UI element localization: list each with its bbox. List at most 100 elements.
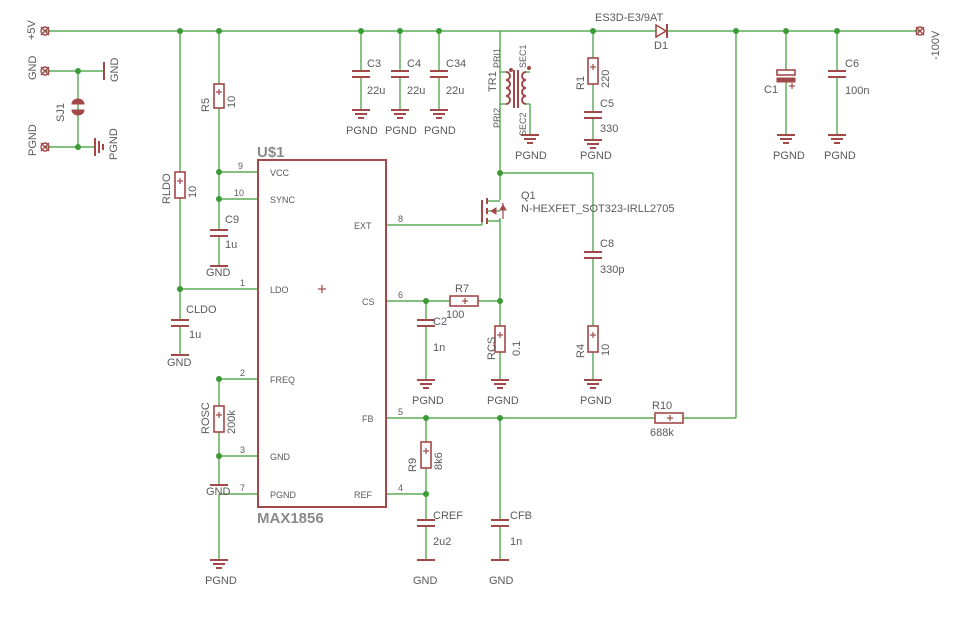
resistor-r10: R10 688k <box>650 400 684 439</box>
tr1-sec1: SEC1 <box>518 44 528 68</box>
capacitor-c9: C9 1u <box>210 214 239 251</box>
c8-name: C8 <box>600 238 614 250</box>
pin-name-gnd: GND <box>270 452 291 462</box>
pin-name-ref: REF <box>354 490 373 500</box>
c2-value: 1n <box>433 342 445 354</box>
pin-num-ref: 4 <box>398 483 403 493</box>
r4-name: R4 <box>575 344 587 358</box>
pgnd-ic: PGND <box>205 559 237 587</box>
c5-value: 330 <box>600 123 618 135</box>
gnd-cref: GND <box>413 559 438 587</box>
pin-num-fb: 5 <box>398 407 403 417</box>
tr1-pri2: PRI2 <box>492 108 502 128</box>
pgnd-r4: PGND <box>580 379 612 407</box>
gnd-symbols: GND GND GND GND GND PGND PGND PGN <box>167 109 856 587</box>
c5-name: C5 <box>600 98 614 110</box>
pgnd-c1: PGND <box>773 134 805 162</box>
pgnd-c1-label: PGND <box>773 150 805 162</box>
capacitor-c6: C6 100n <box>828 58 869 97</box>
gnd-cldo: GND <box>167 354 192 369</box>
tr1-pri1: PRI1 <box>492 48 502 68</box>
c4-name: C4 <box>407 58 421 70</box>
pgnd-c5: PGND <box>580 139 612 162</box>
pin-name-freq: FREQ <box>270 375 295 385</box>
pin-name-fb: FB <box>362 414 374 424</box>
gnd-symbol-left: GND <box>103 58 121 83</box>
d1-name: D1 <box>654 40 668 52</box>
resistor-r7: R7 100 <box>446 283 479 321</box>
pgnd-c2-label: PGND <box>412 395 444 407</box>
capacitor-c2: C2 1n <box>417 316 447 354</box>
r5-name: R5 <box>200 98 212 112</box>
pin-num-ext: 8 <box>398 214 403 224</box>
ic-value: MAX1856 <box>257 510 324 527</box>
r10-value: 688k <box>650 427 674 439</box>
pgnd-c4-label: PGND <box>385 125 417 137</box>
pgnd-c2: PGND <box>412 379 444 407</box>
capacitor-cfb: CFB 1n <box>491 510 532 548</box>
connector-5v: +5V <box>26 19 50 40</box>
capacitor-c5: C5 330 <box>584 98 618 135</box>
transformer-tr1: TR1 PRI1 PRI2 SEC1 SEC2 <box>487 44 531 136</box>
rosc-name: ROSC <box>200 402 212 434</box>
r1-value: 220 <box>600 70 612 88</box>
cref-name: CREF <box>433 510 463 522</box>
cfb-value: 1n <box>510 536 522 548</box>
r5-value: 10 <box>226 96 238 108</box>
cref-value: 2u2 <box>433 536 451 548</box>
r1-name: R1 <box>575 76 587 90</box>
pgnd-c34: PGND <box>424 109 456 137</box>
c3-name: C3 <box>367 58 381 70</box>
c34-value: 22u <box>446 85 464 97</box>
net-label-gnd: GND <box>27 56 39 81</box>
pgnd-tr1-label: PGND <box>515 150 547 162</box>
pgnd-c6: PGND <box>824 134 856 162</box>
gnd-cfb-label: GND <box>489 575 514 587</box>
pin-num-ldo: 1 <box>240 278 245 288</box>
resistor-rosc: ROSC 200k <box>200 402 238 434</box>
c6-name: C6 <box>845 58 859 70</box>
cfb-name: CFB <box>510 510 532 522</box>
c4-value: 22u <box>407 85 425 97</box>
mosfet-q1: Q1 N-HEXFET_SOT323-IRLL2705 <box>481 190 674 224</box>
r4-value: 10 <box>600 344 612 356</box>
c2-name: C2 <box>433 316 447 328</box>
r10-name: R10 <box>652 400 672 412</box>
c1-name: C1 <box>764 84 778 96</box>
gnd-cfb: GND <box>489 559 514 587</box>
pgnd-c4: PGND <box>385 109 417 137</box>
pgnd-c6-label: PGND <box>824 150 856 162</box>
q1-name: Q1 <box>521 190 536 202</box>
pgnd-rcs-label: PGND <box>487 395 519 407</box>
r7-name: R7 <box>455 283 469 295</box>
capacitor-c34: C34 22u <box>430 58 466 97</box>
rosc-value: 200k <box>226 410 238 434</box>
net-label-100v: -100V <box>930 30 942 60</box>
resistor-r4: R4 10 <box>575 325 612 358</box>
capacitor-cldo: CLDO 1u <box>171 304 217 341</box>
pgnd-rcs: PGND <box>487 379 519 407</box>
gnd-c9: GND <box>206 265 231 279</box>
junctions <box>75 28 840 497</box>
sj1-name: SJ1 <box>55 103 67 122</box>
pgnd-c5-label: PGND <box>580 150 612 162</box>
pin-name-vcc: VCC <box>270 168 290 178</box>
net-label-pgnd: PGND <box>27 124 39 156</box>
connector-100v: -100V <box>915 26 942 60</box>
pgnd-symbol-left: PGND <box>94 128 120 160</box>
connector-gnd: GND <box>27 56 50 81</box>
pin-num-pgnd: 7 <box>240 483 245 493</box>
wires <box>45 30 920 560</box>
c9-name: C9 <box>225 214 239 226</box>
gnd-left-label: GND <box>109 58 121 83</box>
pgnd-ic-label: PGND <box>205 575 237 587</box>
pgnd-left-label: PGND <box>108 128 120 160</box>
resistor-r1: R1 220 <box>575 57 612 90</box>
connector-pgnd: PGND <box>27 124 50 156</box>
resistor-rldo: RLDO 10 <box>161 171 199 204</box>
capacitor-cref: CREF 2u2 <box>417 510 463 548</box>
cldo-value: 1u <box>189 329 201 341</box>
pin-num-sync: 10 <box>234 188 244 198</box>
capacitor-c3: C3 22u <box>352 58 385 97</box>
